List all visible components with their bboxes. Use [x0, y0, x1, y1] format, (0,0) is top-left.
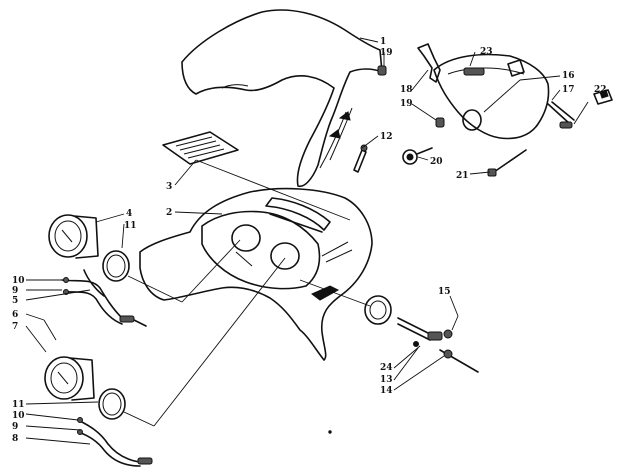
label-bulb-upper: 10 — [12, 276, 25, 286]
label-tach-cable-fitting: 13 — [380, 375, 393, 385]
label-key-switch: 16 — [562, 71, 575, 81]
label-screw-windshield: 12 — [380, 132, 393, 142]
label-bezel-upper: 11 — [124, 221, 137, 231]
decal — [162, 131, 239, 165]
gauge-lower — [44, 356, 95, 401]
windshield — [181, 9, 383, 188]
label-grommet-top: 19 — [380, 48, 393, 58]
bracket — [417, 43, 441, 83]
switch-knob — [402, 147, 433, 165]
label-bulb-lower: 10 — [12, 411, 25, 421]
bezel-upper — [102, 250, 130, 282]
label-gauge-lower: 7 — [12, 322, 18, 332]
label-terminal-lower: 8 — [12, 434, 18, 444]
leader-lines — [25, 37, 589, 445]
callouts: 1 19 12 3 2 4 11 10 9 5 6 7 11 10 9 8 15… — [12, 37, 607, 444]
label-gauge-upper: 4 — [126, 209, 132, 219]
label-wire-harness-upper: 5 — [12, 296, 18, 306]
speedo-cable — [397, 317, 443, 341]
hood — [139, 187, 373, 361]
gauge-upper — [48, 214, 99, 259]
wire-harness-lower — [77, 417, 153, 467]
label-decal: 3 — [166, 182, 172, 192]
label-bulb-socket-lower: 9 — [12, 422, 18, 432]
label-bezel-lower: 11 — [12, 400, 25, 410]
washer — [443, 329, 453, 339]
key-switch — [547, 101, 575, 125]
mount-screw — [487, 149, 527, 177]
bezel-lower — [98, 388, 126, 420]
grommet-top — [377, 65, 387, 76]
label-mount-screw: 21 — [456, 171, 469, 181]
label-console-housing: 23 — [480, 47, 493, 57]
label-bulb-socket-upper: 9 — [12, 286, 18, 296]
label-cable-clamp: 22 — [594, 85, 607, 95]
plug — [559, 121, 573, 129]
label-hood: 2 — [166, 208, 172, 218]
wire-harness-upper — [61, 269, 147, 327]
cable-clamp — [593, 89, 613, 105]
label-switch-knob: 20 — [430, 157, 443, 167]
label-washer: 15 — [438, 287, 451, 297]
label-bracket: 18 — [400, 85, 413, 95]
screw-windshield — [353, 144, 368, 173]
console-housing — [433, 53, 550, 140]
label-cable: 14 — [380, 386, 393, 396]
label-grommet-left: 19 — [400, 99, 413, 109]
label-speedo-cable: 24 — [380, 363, 393, 373]
label-windshield: 1 — [380, 37, 386, 47]
label-wire-harness-lower: 6 — [12, 310, 18, 320]
stray-dot — [328, 430, 332, 434]
cable — [413, 341, 479, 373]
grommet-left — [435, 117, 445, 128]
bezel-right — [364, 295, 392, 325]
label-plug: 17 — [562, 85, 575, 95]
